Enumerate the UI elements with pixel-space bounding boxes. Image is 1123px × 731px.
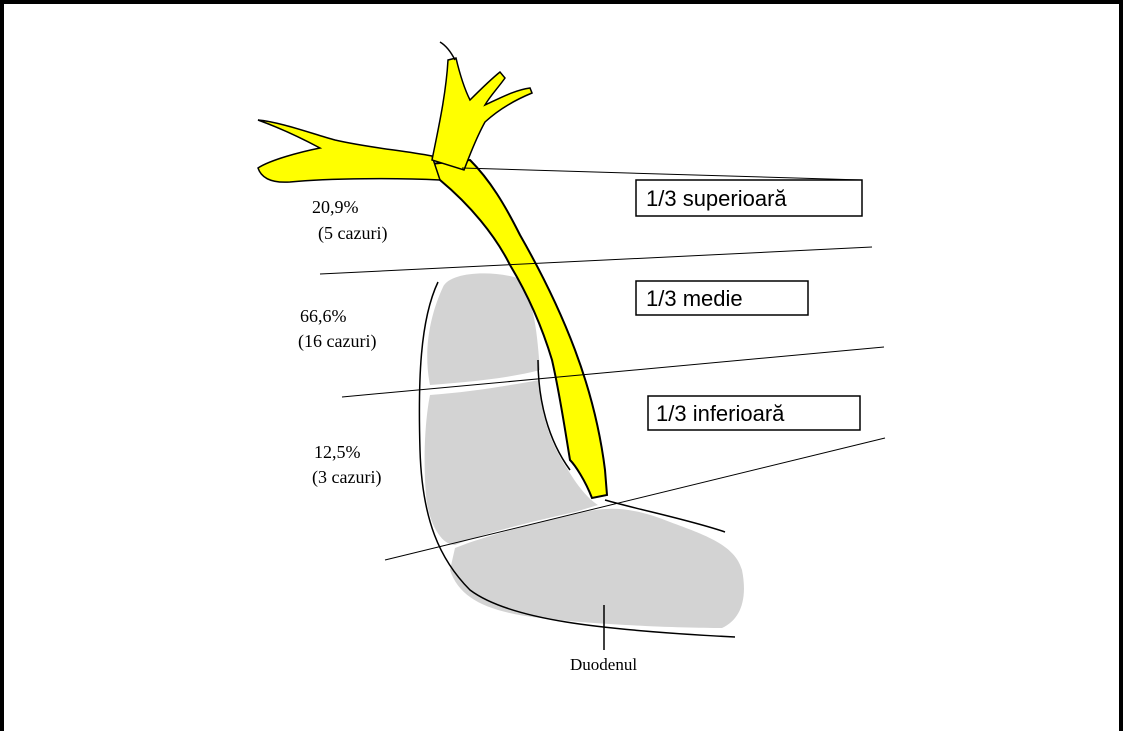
- percent-inferior: 12,5%: [314, 442, 361, 462]
- cases-superior: (5 cazuri): [318, 223, 387, 244]
- cases-middle: (16 cazuri): [298, 331, 376, 352]
- percent-middle: 66,6%: [300, 306, 347, 326]
- duodenum-label: Duodenul: [570, 655, 637, 674]
- cases-inferior: (3 cazuri): [312, 467, 381, 488]
- segment-label-superior: 1/3 superioară: [646, 186, 787, 211]
- segment-label-inferior: 1/3 inferioară: [656, 401, 785, 426]
- percent-superior: 20,9%: [312, 197, 359, 217]
- segment-label-middle: 1/3 medie: [646, 286, 743, 311]
